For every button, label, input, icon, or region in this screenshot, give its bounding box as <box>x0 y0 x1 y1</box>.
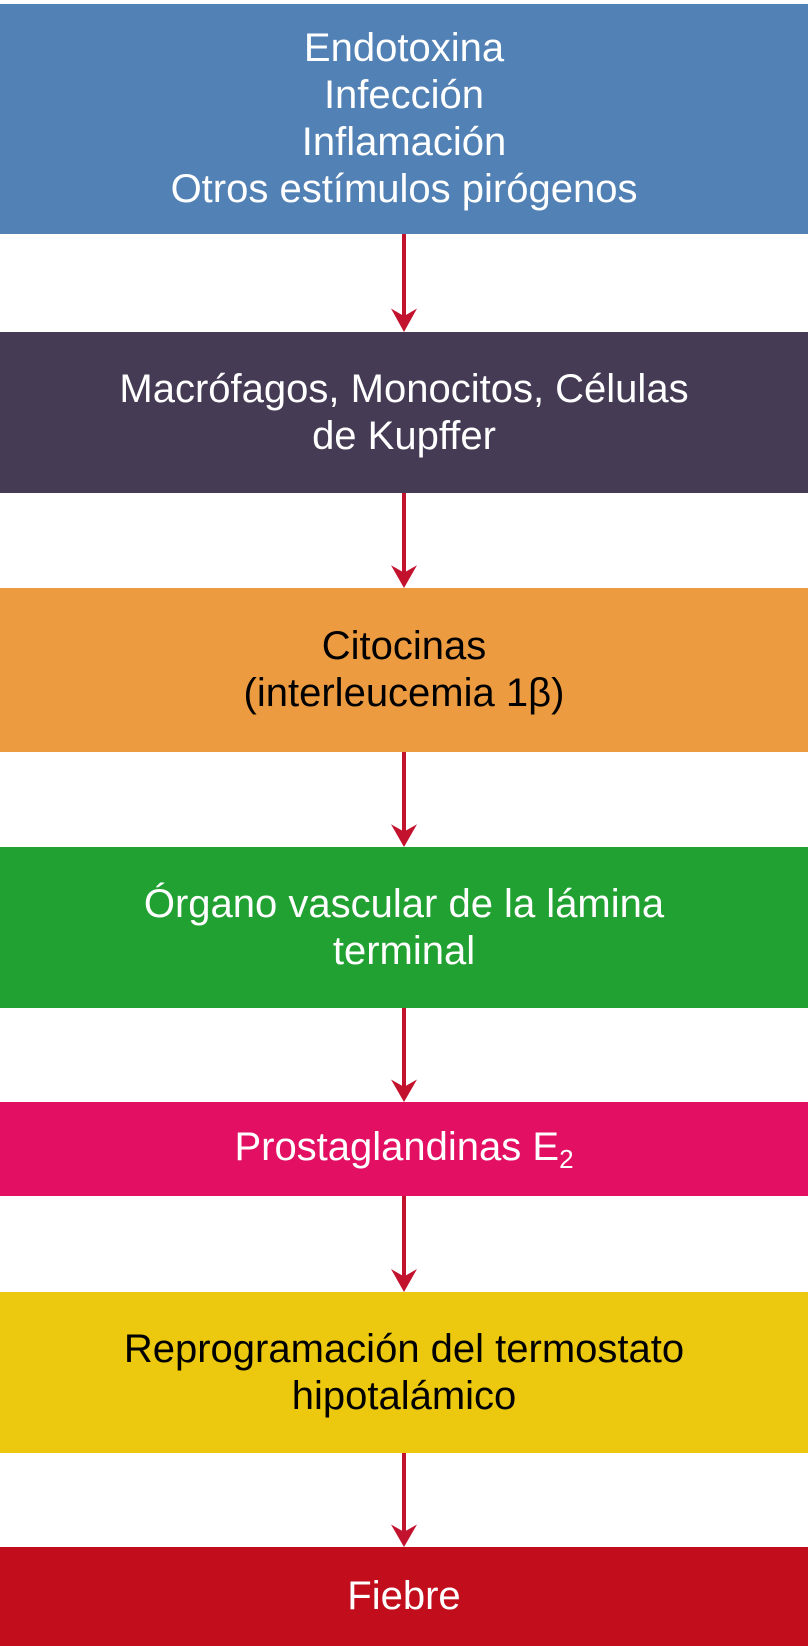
arrow-head <box>391 1269 417 1292</box>
down-arrow-icon <box>391 752 417 847</box>
down-arrow-icon <box>391 1453 417 1547</box>
flow-connector <box>0 493 808 588</box>
arrow-shaft <box>402 493 406 574</box>
step-text-line: Macrófagos, Monocitos, Células <box>119 366 689 411</box>
flow-step-macrophages-monocytes: Macrófagos, Monocitos, Células de Kupffe… <box>0 332 808 493</box>
flow-step-prostaglandins: Prostaglandinas E2 <box>0 1102 808 1196</box>
step-text-line: Órgano vascular de la lámina <box>143 881 665 926</box>
prostaglandins-label: Prostaglandinas E <box>234 1124 560 1169</box>
down-arrow-icon <box>391 1008 417 1102</box>
arrow-head <box>391 308 417 332</box>
arrow-shaft <box>402 1008 406 1088</box>
step-text-line: de Kupffer <box>312 413 496 458</box>
flow-step-vascular-organ: Órgano vascular de la lámina terminal <box>0 847 808 1008</box>
step-text-line: Reprogramación del termostato <box>123 1326 685 1371</box>
step-text-line: Fiebre <box>347 1574 461 1618</box>
step-text-line: Inflamación <box>301 120 507 164</box>
flow-step-thermostat-reprogramming: Reprogramación del termostato hipotalámi… <box>0 1292 808 1453</box>
arrow-head <box>391 1524 417 1547</box>
step-text-line: Otros estímulos pirógenos <box>170 167 638 211</box>
step-text-line: Citocinas <box>321 624 487 668</box>
arrow-head <box>391 565 417 588</box>
down-arrow-icon <box>391 493 417 588</box>
flow-connector <box>0 1196 808 1292</box>
flow-connector <box>0 1008 808 1102</box>
subscript-2: 2 <box>559 1144 574 1175</box>
step-text-line: Endotoxina <box>303 26 505 70</box>
down-arrow-icon <box>391 1196 417 1292</box>
step-text-line: Prostaglandinas E2 <box>234 1124 573 1175</box>
arrow-shaft <box>402 1453 406 1533</box>
arrow-shaft <box>402 234 406 317</box>
flow-connector <box>0 1453 808 1547</box>
down-arrow-icon <box>391 234 417 332</box>
arrow-shaft <box>402 1196 406 1277</box>
flow-connector <box>0 234 808 332</box>
flow-step-cytokines: Citocinas (interleucemia 1β) <box>0 588 808 752</box>
arrow-head <box>391 824 417 847</box>
step-text-line: terminal <box>332 928 476 973</box>
flow-step-pyrogenic-stimuli: Endotoxina Infección Inflamación Otros e… <box>0 4 808 234</box>
flow-step-fever: Fiebre <box>0 1547 808 1646</box>
step-text-line: (interleucemia 1β) <box>243 671 565 715</box>
arrow-head <box>391 1079 417 1102</box>
step-text-line: Infección <box>323 73 485 117</box>
arrow-shaft <box>402 752 406 833</box>
flow-connector <box>0 752 808 847</box>
step-text-line: hipotalámico <box>291 1373 517 1418</box>
